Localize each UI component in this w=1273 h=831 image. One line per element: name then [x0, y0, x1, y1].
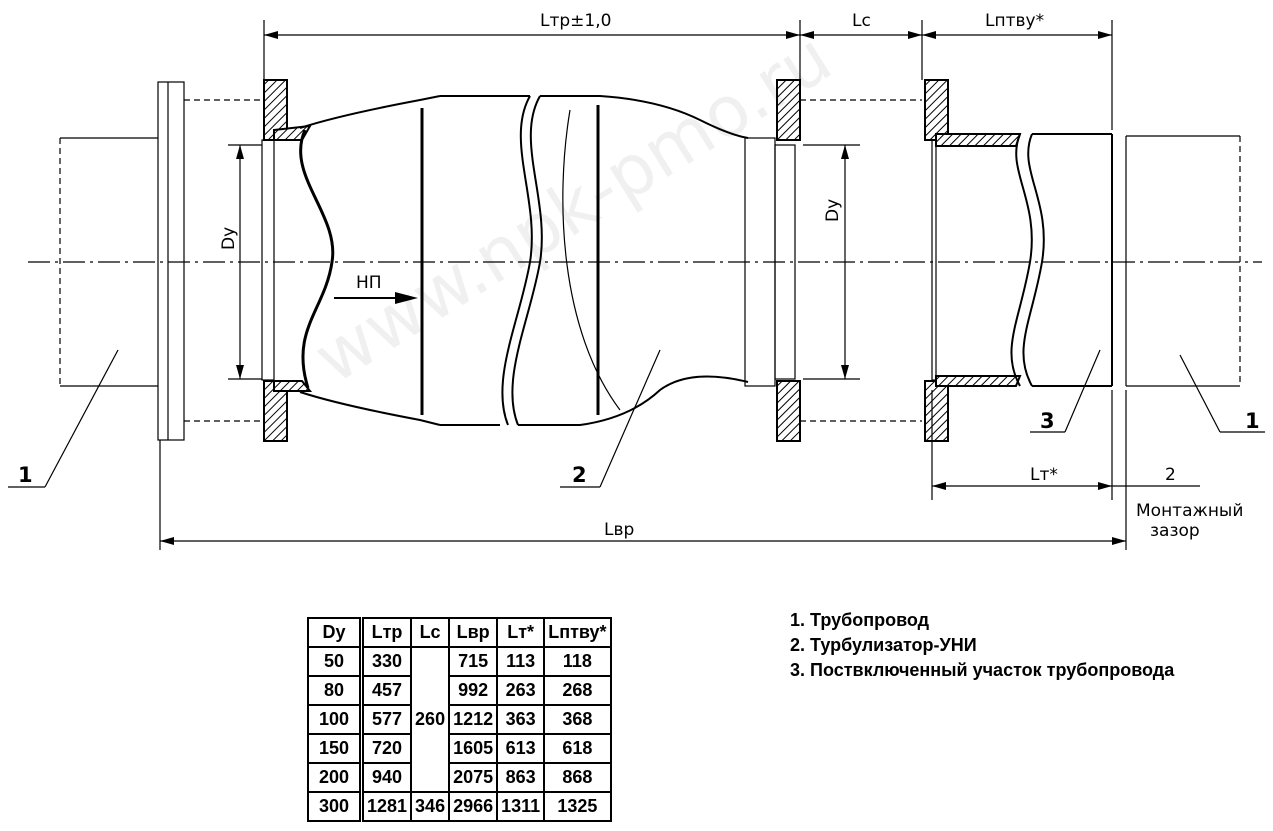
table-cell: 720 — [360, 733, 413, 764]
table-cell: 457 — [360, 675, 413, 706]
table-cell: 1281 — [360, 791, 413, 822]
callout-1-right: 1 — [1245, 409, 1260, 433]
turbulizer-body-right — [518, 95, 749, 488]
table-row: 100 577 1212 363 368 — [307, 704, 612, 735]
table-cell: 100 — [307, 704, 364, 735]
dim-dy-left-label: Dу — [219, 227, 239, 250]
right-pipeline — [1125, 135, 1265, 433]
table-cell: 940 — [360, 762, 413, 793]
table-row: 300 1281 346 2966 1311 1325 — [307, 791, 612, 822]
dim-lptvu-label: Lптву* — [985, 11, 1044, 31]
left-pipeline — [8, 81, 264, 488]
assembly-drawing: НП Lтр±1,0 Lс — [8, 11, 1265, 550]
dim-lc-label: Lс — [852, 11, 871, 31]
table-cell: 200 — [307, 762, 364, 793]
legend-item: 2. Турбулизатор-УНИ — [790, 635, 977, 655]
table-cell: 150 — [307, 733, 364, 764]
table-cell: 618 — [543, 733, 612, 764]
table-header: Dу — [307, 617, 364, 648]
gap-label-line2: зазор — [1150, 521, 1200, 541]
callout-1-left: 1 — [18, 463, 33, 487]
flow-direction-arrow: НП — [334, 273, 418, 304]
dimension-lines — [159, 20, 1200, 550]
table-cell: 113 — [496, 646, 546, 677]
table-cell: 263 — [496, 675, 546, 706]
table-cell: 577 — [360, 704, 413, 735]
table-row: 200 940 2075 863 868 — [307, 762, 612, 793]
table-cell: 1325 — [543, 791, 612, 822]
table-cell: 268 — [543, 675, 612, 706]
table-cell: 118 — [543, 646, 612, 677]
table-cell: 863 — [496, 762, 546, 793]
table-cell: 2966 — [448, 791, 499, 822]
dim-dy-right-label: Dу — [823, 199, 843, 222]
callout-3: 3 — [1040, 409, 1055, 433]
gap-label-line1: Монтажный — [1136, 501, 1243, 521]
legend-item: 3. Поствключенный участок трубопровода — [790, 660, 1175, 680]
table-row: 80 457 992 263 268 — [307, 675, 612, 706]
table-header: Lт* — [496, 617, 546, 648]
table-cell: 330 — [360, 646, 413, 677]
table-cell: 715 — [448, 646, 499, 677]
dim-ltr-label: Lтр±1,0 — [540, 11, 611, 31]
table-cell: 260 — [410, 646, 451, 793]
table-row: 50 330 260 715 113 118 — [307, 646, 612, 793]
table-cell: 613 — [496, 733, 546, 764]
table-header-row: Dу Lтр Lс Lвр Lт* Lптву* — [307, 617, 612, 648]
table-header: Lвр — [448, 617, 499, 648]
table-cell: 1311 — [496, 791, 546, 822]
table-cell: 1212 — [448, 704, 499, 735]
turbulizer-body-left — [299, 95, 543, 426]
table-cell: 80 — [307, 675, 364, 706]
table-row: 150 720 1605 613 618 — [307, 733, 612, 764]
table-cell: 868 — [543, 762, 612, 793]
table-cell: 50 — [307, 646, 364, 677]
table-header: Lс — [410, 617, 451, 648]
post-section — [924, 79, 1113, 442]
table-cell: 992 — [448, 675, 499, 706]
table-header: Lптву* — [543, 617, 612, 648]
dim-lvr-label: Lвр — [604, 520, 634, 540]
flow-label: НП — [356, 273, 382, 293]
table-header: Lтр — [360, 617, 413, 648]
table-cell: 300 — [307, 791, 364, 822]
table-cell: 346 — [410, 791, 451, 822]
dimensions-table: Dу Lтр Lс Lвр Lт* Lптву* 50 330 260 715 … — [307, 617, 612, 822]
dim-gap-value: 2 — [1165, 465, 1176, 485]
table-cell: 2075 — [448, 762, 499, 793]
callout-2: 2 — [572, 463, 587, 487]
table-cell: 368 — [543, 704, 612, 735]
turbulizer-left-flange — [261, 79, 313, 442]
turbulizer-right-flange — [744, 79, 922, 442]
legend-item: 1. Трубопровод — [790, 610, 930, 630]
left-pipe-flange — [157, 81, 185, 441]
dim-lt-label: Lт* — [1030, 465, 1058, 485]
table-cell: 1605 — [448, 733, 499, 764]
table-cell: 363 — [496, 704, 546, 735]
parts-legend: 1. Трубопровод 2. Турбулизатор-УНИ 3. По… — [790, 608, 1174, 683]
